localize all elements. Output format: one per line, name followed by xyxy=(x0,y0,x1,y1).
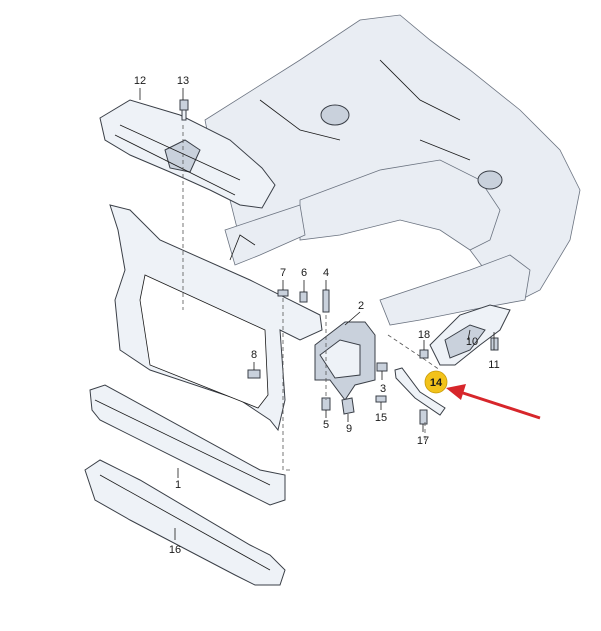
callout-17: 17 xyxy=(417,435,429,447)
part-17-bolt xyxy=(419,409,428,425)
part-14-strap xyxy=(394,367,446,416)
callout-13: 13 xyxy=(177,75,189,87)
callout-2: 2 xyxy=(358,300,364,312)
callout-1: 1 xyxy=(175,479,181,491)
part-13-clip xyxy=(179,99,189,121)
part-15-bolt xyxy=(375,395,387,403)
highlight-badge xyxy=(424,370,448,394)
callout-10: 10 xyxy=(466,336,478,348)
part-4-bolt xyxy=(322,289,330,313)
strut-tower-left xyxy=(320,104,350,126)
callout-9: 9 xyxy=(346,423,352,435)
part-18-nut xyxy=(419,349,429,359)
part-6-fastener xyxy=(299,291,308,303)
part-8-bolt xyxy=(247,369,261,379)
strut-tower-right xyxy=(477,170,503,190)
assembly-dash-lines xyxy=(182,125,441,471)
part-16-impact-absorber xyxy=(84,459,286,586)
part-12-upper-air-guide xyxy=(99,99,276,209)
callout-14: 14 xyxy=(430,377,443,389)
callout-4: 4 xyxy=(323,267,329,279)
callout-6: 6 xyxy=(301,267,307,279)
part-9-small-bracket xyxy=(341,397,355,415)
callout-11: 11 xyxy=(488,359,499,371)
leader-lines xyxy=(139,88,495,540)
part-1-lock-carrier xyxy=(109,204,323,432)
callout-7: 7 xyxy=(280,267,286,279)
part-2-bracket xyxy=(314,321,376,401)
callout-16: 16 xyxy=(169,544,181,556)
part-10-side-bracket xyxy=(429,304,511,366)
callout-12: 12 xyxy=(134,75,146,87)
callout-8: 8 xyxy=(251,349,257,361)
part-11-bolt xyxy=(490,337,499,351)
vehicle-body-structure xyxy=(204,14,581,326)
callout-3: 3 xyxy=(380,383,386,395)
part-3-nut xyxy=(376,362,388,372)
part-1-bumper-crossbeam xyxy=(89,384,286,506)
callout-labels: 1 2 3 4 5 6 7 8 9 10 11 12 13 14 15 16 1… xyxy=(134,75,500,556)
part-7-fastener xyxy=(277,289,289,297)
callout-5: 5 xyxy=(323,419,329,431)
callout-18: 18 xyxy=(418,329,430,341)
pointer-arrow xyxy=(446,384,541,420)
callout-15: 15 xyxy=(375,412,387,424)
